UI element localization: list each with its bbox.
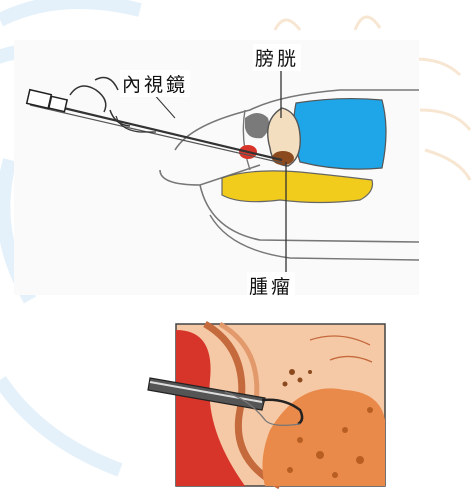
tumor-label: 腫瘤 [247,272,295,299]
rectum-organ [294,99,386,170]
closeup-inset [148,324,385,486]
pubic-bone [245,113,269,138]
bladder-label: 膀胱 [253,44,301,71]
endoscope-label: 內視鏡 [120,70,190,97]
pelvis-cross-section [14,40,419,295]
